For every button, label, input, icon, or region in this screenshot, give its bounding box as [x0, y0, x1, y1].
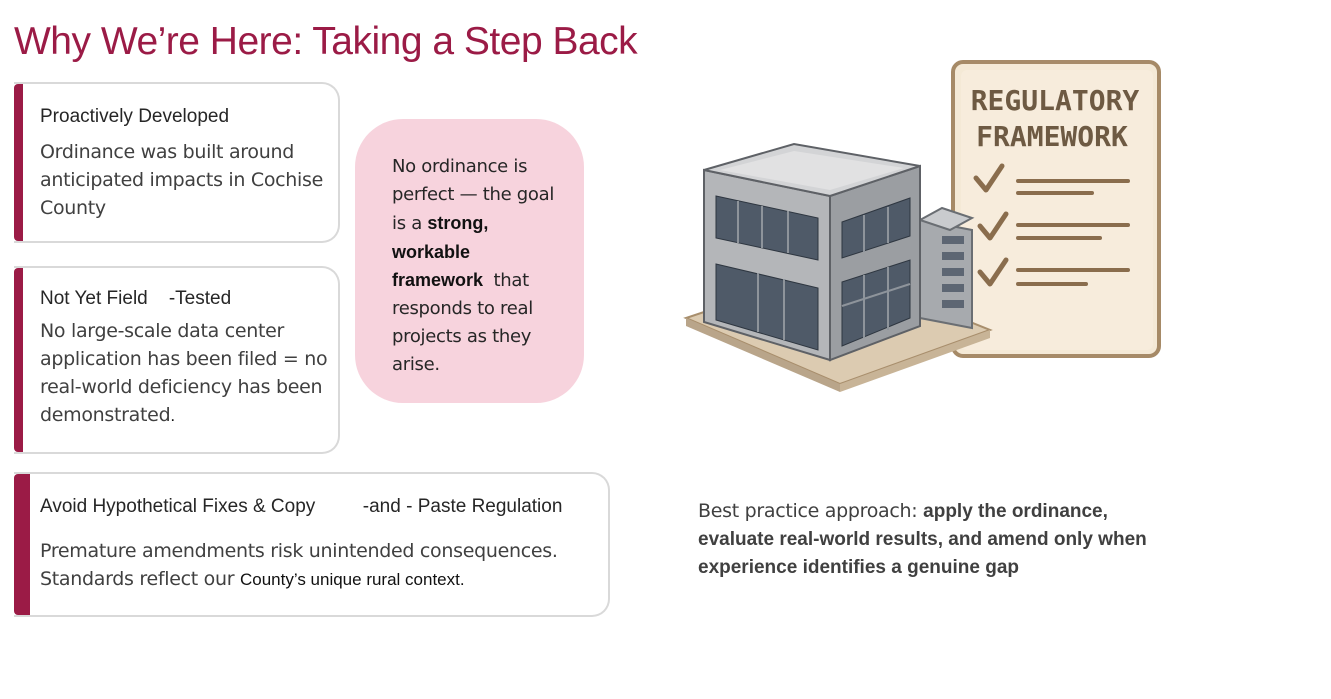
callout-bubble: No ordinance is perfect — the goal is a … [355, 119, 584, 403]
callout-line: perfect — the goal [392, 184, 555, 205]
slide-title: Why We’re Here: Taking a Step Back [14, 20, 638, 63]
accent-bar [14, 474, 30, 615]
callout-line: responds to real [392, 298, 533, 319]
practice-line: Best practice approach: apply the ordina… [698, 500, 1108, 522]
callout-line: workable [392, 242, 471, 262]
callout-line: projects as they [392, 326, 532, 347]
callout-line: No ordinance is [392, 156, 528, 177]
callout-line: framework that [392, 270, 529, 291]
check-icon [973, 163, 1005, 193]
accent-bar [14, 84, 23, 241]
card-body: Ordinance was built around anticipated i… [40, 138, 323, 222]
callout-text: No ordinance is perfect — the goal is a … [392, 153, 572, 379]
practice-line: experience identifies a genuine gap [698, 557, 1019, 578]
callout-line: arise. [392, 354, 440, 375]
card-body-line: Premature amendments risk unintended con… [40, 540, 558, 562]
card-title: Avoid Hypothetical Fixes & Copy -and - P… [40, 496, 563, 517]
accent-bar [14, 268, 23, 452]
card-body-line: County [40, 197, 106, 219]
card-body: Premature amendments risk unintended con… [40, 537, 558, 594]
practice-line: evaluate real-world results, and amend o… [698, 529, 1147, 550]
card-body-line: No large-scale data center [40, 320, 285, 342]
card-body-line: anticipated impacts in Cochise [40, 169, 324, 191]
best-practice-note: Best practice approach: apply the ordina… [698, 497, 1168, 582]
sign-line1: REGULATORY [971, 84, 1140, 117]
card-body-line: application has been filed = no [40, 348, 328, 370]
card-body-line: Standards reflect our County’s unique ru… [40, 568, 465, 590]
card-body-line: Ordinance was built around [40, 141, 294, 163]
card-body-line: demonstrated. [40, 404, 176, 426]
card-avoid-hypothetical-fixes: Avoid Hypothetical Fixes & Copy -and - P… [14, 472, 610, 617]
card-body: No large-scale data center application h… [40, 317, 328, 430]
check-icon [977, 211, 1009, 241]
card-title: Proactively Developed [40, 106, 230, 127]
card-proactively-developed: Proactively Developed Ordinance was buil… [14, 82, 340, 243]
card-not-yet-field-tested: Not Yet Field -Tested No large-scale dat… [14, 266, 340, 454]
sign-line2: FRAMEWORK [976, 120, 1128, 153]
document-icon: REGULATORY FRAMEWORK [951, 60, 1161, 358]
card-body-line: real-world deficiency has been [40, 376, 323, 398]
card-title: Not Yet Field -Tested [40, 288, 232, 309]
check-icon [977, 257, 1009, 287]
regulatory-framework-illustration: REGULATORY FRAMEWORK [683, 60, 1161, 392]
building-icon [683, 142, 993, 392]
callout-line: is a strong, [392, 213, 489, 234]
